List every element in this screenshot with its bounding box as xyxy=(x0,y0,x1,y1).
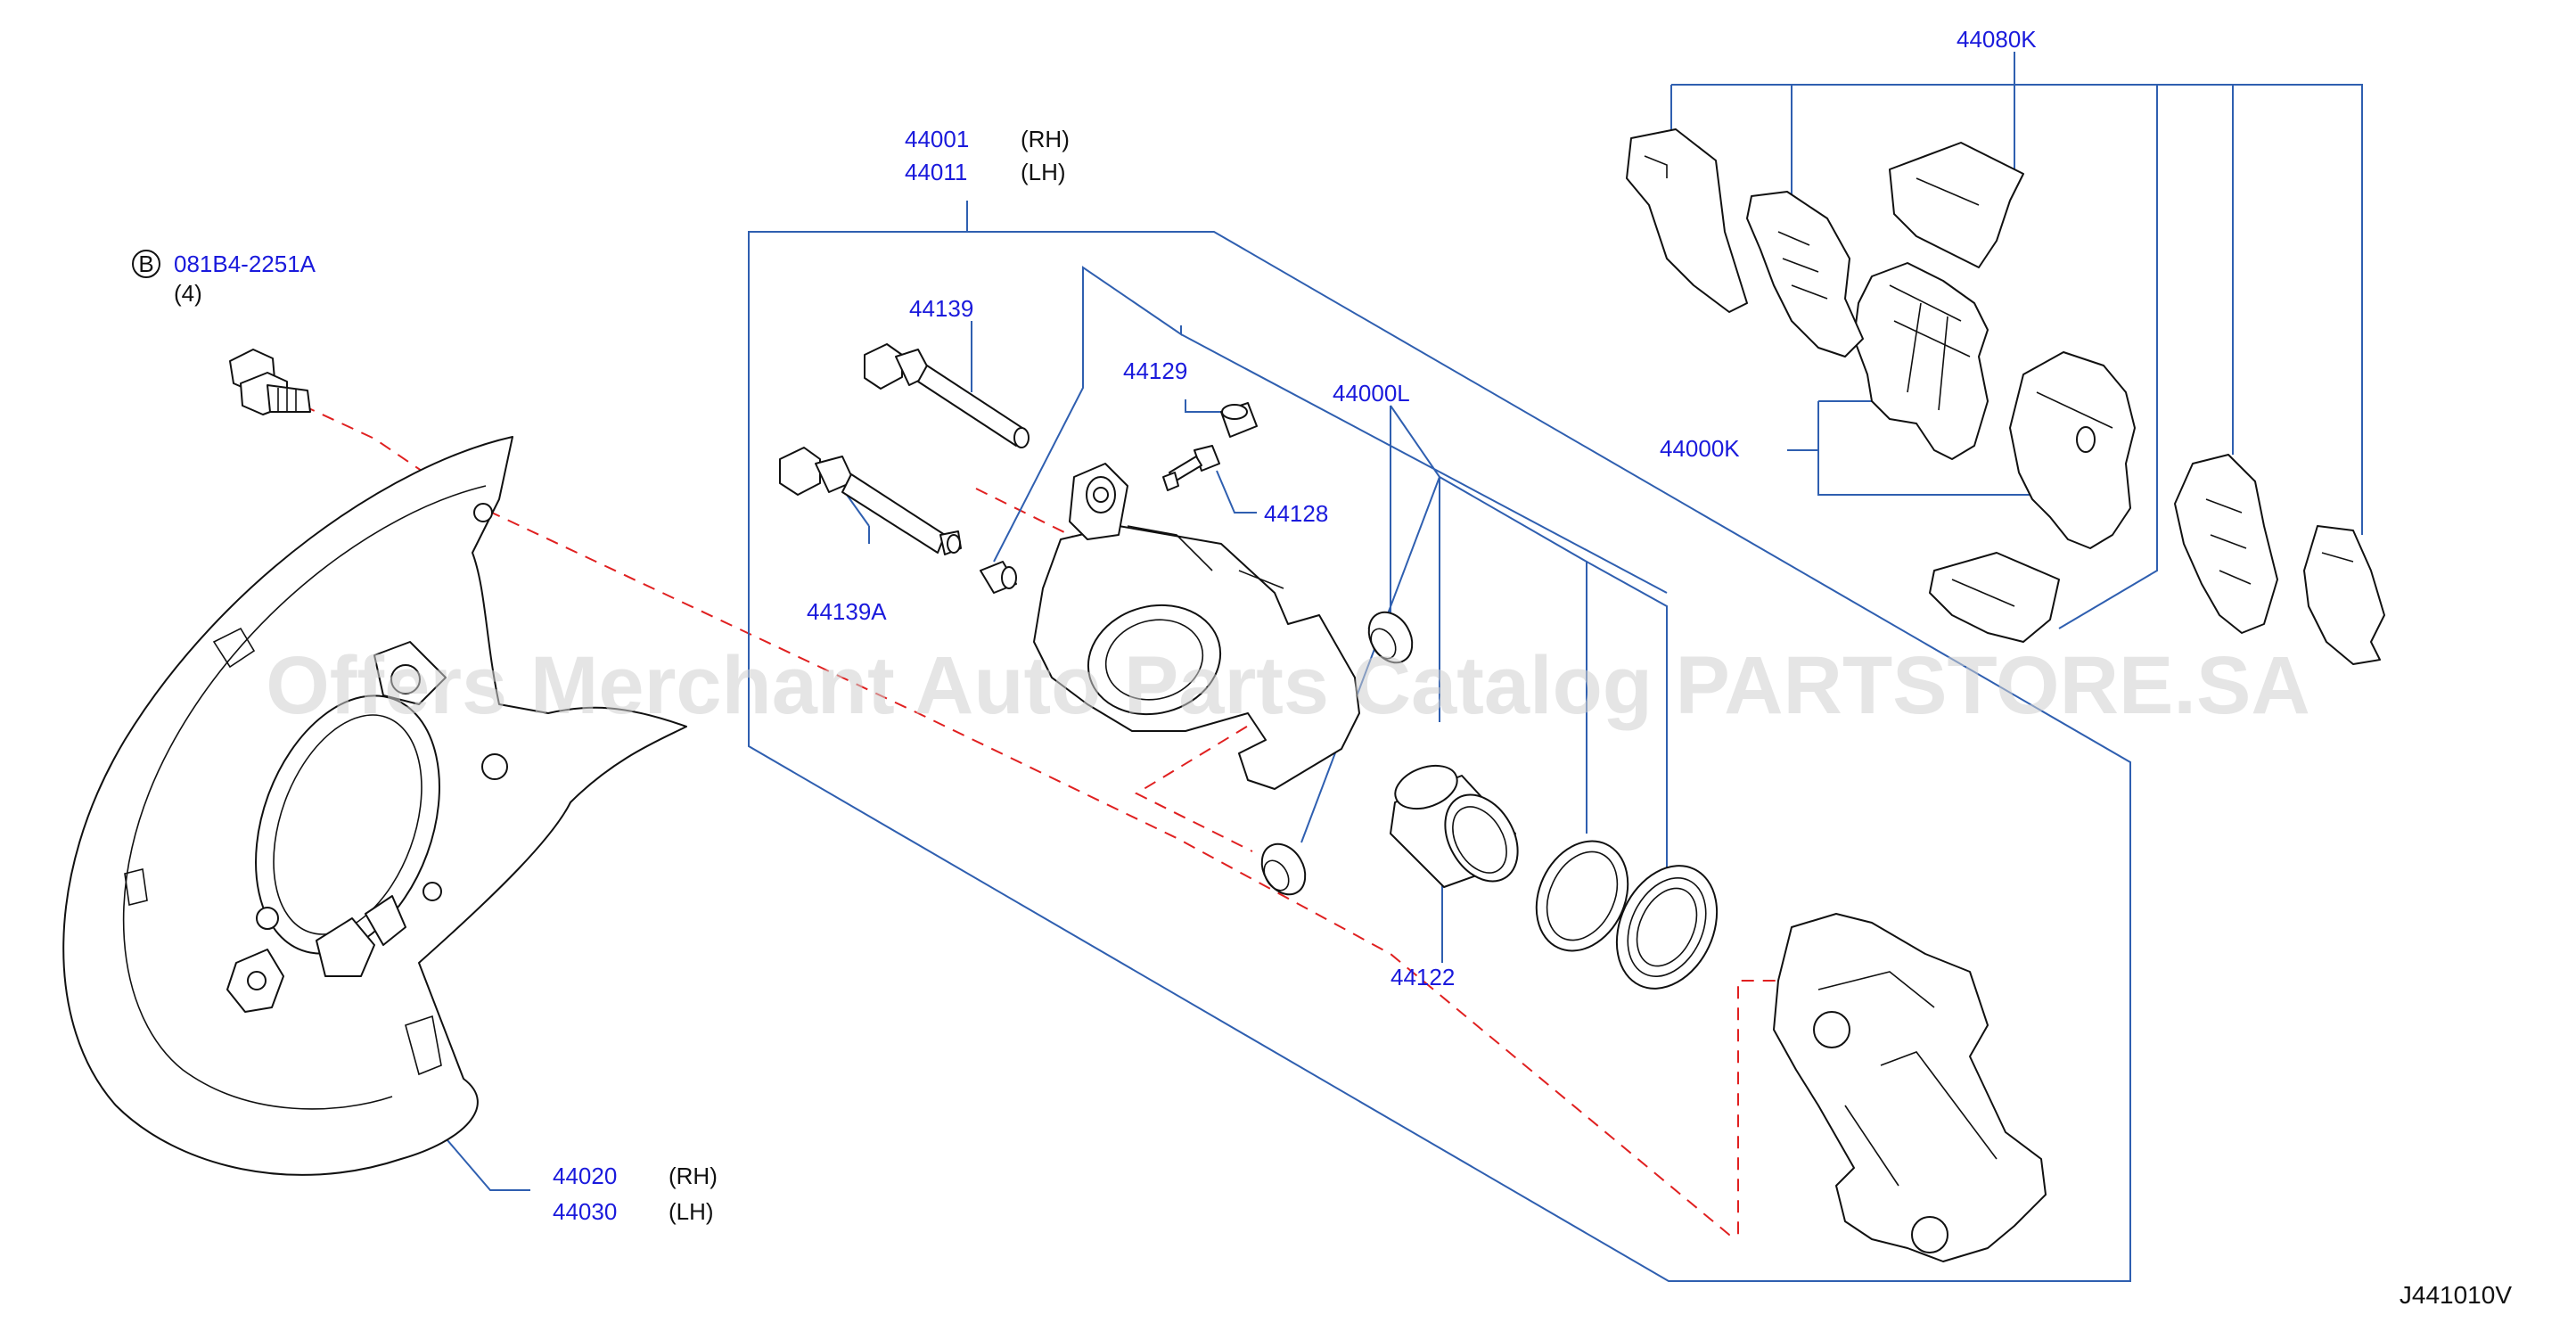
slide-pin-44139 xyxy=(864,343,1030,448)
label-plate-lh: 44030 xyxy=(553,1198,617,1225)
label-plate-rh: 44020 xyxy=(553,1163,617,1189)
label-pin-bolt-a: 44139A xyxy=(807,598,887,625)
brake-pad-inner xyxy=(2009,351,2136,549)
flange-bolt xyxy=(229,349,311,415)
caliper-piston xyxy=(1390,764,1519,888)
piston-boot xyxy=(1615,865,1719,990)
pad-clip-lower xyxy=(1929,552,2060,643)
caliper-seal-small xyxy=(1367,611,1414,664)
label-bleeder-cap: 44129 xyxy=(1123,357,1187,384)
label-pin-bolt: 44139 xyxy=(909,295,973,322)
pad-clip-upper xyxy=(1889,142,2024,268)
figure-code: J441010V xyxy=(2400,1281,2512,1309)
label-caliper-rh-side: (RH) xyxy=(1021,126,1070,152)
label-caliper-rh: 44001 xyxy=(905,126,969,152)
label-seal-kit: 44000L xyxy=(1333,380,1410,407)
brake-pad-outer xyxy=(1853,262,1989,460)
bleeder-cap xyxy=(1220,402,1258,438)
caliper-support-bracket xyxy=(1773,913,2047,1262)
watermark-text: Offers Merchant Auto Parts Catalog PARTS… xyxy=(266,640,2310,731)
label-bleeder-screw: 44128 xyxy=(1264,500,1328,527)
bleeder-screw xyxy=(1162,445,1220,491)
pin-boot xyxy=(980,561,1017,594)
label-bolt-qty: (4) xyxy=(174,280,202,307)
pad-shim-left xyxy=(1626,128,1748,313)
circle-letter: B xyxy=(138,251,153,277)
label-caliper-lh: 44011 xyxy=(905,159,967,185)
brake-back-plate xyxy=(62,436,687,1176)
slide-pin-44139a xyxy=(779,447,962,555)
label-caliper-lh-side: (LH) xyxy=(1021,159,1066,185)
callout-bolt: B 081B4-2251A (4) xyxy=(132,250,316,307)
label-plate-lh-side: (LH) xyxy=(669,1198,714,1225)
piston-seal xyxy=(1535,840,1629,952)
label-plate-rh-side: (RH) xyxy=(669,1163,718,1189)
pad-shim-right-2 xyxy=(2303,525,2385,665)
pad-shim-right xyxy=(2174,454,2278,634)
pad-shim-left-2 xyxy=(1746,191,1864,357)
callout-circle xyxy=(132,250,160,278)
caliper-body xyxy=(1033,463,1360,790)
label-bolt-part: 081B4-2251A xyxy=(174,251,316,277)
leader-lines xyxy=(436,52,2363,1282)
label-hardware-kit: 44080K xyxy=(1957,26,2037,53)
label-piston: 44122 xyxy=(1391,964,1455,990)
label-pad-kit: 44000K xyxy=(1660,435,1740,462)
caliper-seal-lower xyxy=(1260,842,1307,896)
